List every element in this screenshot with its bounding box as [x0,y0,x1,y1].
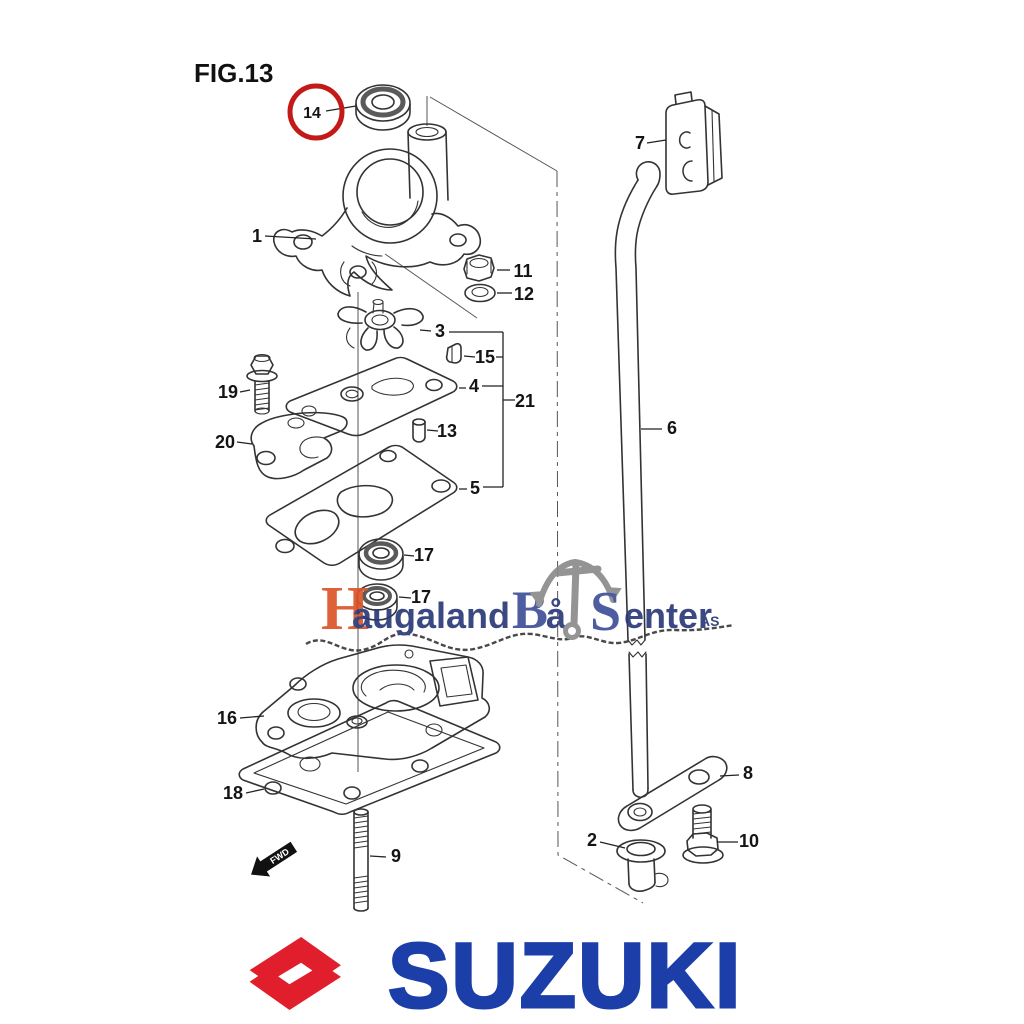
callout-2: 2 [587,830,597,850]
callout-1: 1 [252,226,262,246]
callout-13: 13 [437,421,457,441]
brand-logo: SUZUKI [249,924,742,1024]
callout-20: 20 [215,432,235,452]
callout-18: 18 [223,783,243,803]
part-bushing-2 [616,839,669,892]
part-impeller-3 [337,298,424,351]
part-bolt-19 [246,353,278,415]
callout-12: 12 [514,284,534,304]
callout-4: 4 [469,376,479,396]
part-seal-17b [356,583,398,621]
watermark-letter-h: H [321,575,369,643]
part-rod-6 [614,161,661,798]
callout-10: 10 [739,831,759,851]
part-bracket-7 [665,91,723,195]
watermark-suffix: AS [700,613,719,629]
watermark-enter: enter [624,595,712,636]
anchor-icon [529,558,622,640]
callout-7: 7 [635,133,645,153]
callout-8: 8 [743,763,753,783]
part-stud-9 [353,808,369,912]
part-plate-4 [285,356,458,437]
part-link-plate-8 [617,755,728,832]
rope-line [305,623,735,652]
part-washer-12 [464,283,496,303]
fwd-arrow: FWD [251,841,298,877]
callout-3: 3 [435,321,445,341]
callout-15: 15 [475,347,495,367]
part-seal-17a [358,538,404,581]
callout-11: 11 [513,261,532,281]
part-bolt-10 [682,804,724,864]
leader-lines [236,105,740,858]
part-pin-13 [412,418,426,443]
part-gasket-5 [265,444,458,567]
callout-5: 5 [470,478,480,498]
callout-labels: 14 1 7 11 12 3 15 4 21 13 19 20 5 17 17 … [215,105,759,866]
callout-9: 9 [391,846,401,866]
watermark-augaland: augaland [352,595,510,636]
part-plate-20 [250,411,348,480]
figure-title: FIG.13 [194,58,273,88]
callout-19: 19 [218,382,238,402]
part-nut-11 [463,254,495,282]
highlight-circle [287,83,345,141]
callout-17b: 17 [411,587,431,607]
part-case-16 [255,644,491,761]
callout-21: 21 [515,391,535,411]
part-seal-14 [355,84,411,131]
callout-17a: 17 [414,545,434,565]
part-key-15 [445,342,462,364]
callout-16: 16 [217,708,237,728]
watermark-letter-s: S [590,581,621,643]
center-lines [357,96,644,904]
brand-logo-text: SUZUKI [388,925,742,1024]
suzuki-s-mark [249,936,341,1011]
part-water-pump-case [272,123,482,297]
callout-14: 14 [303,105,321,122]
watermark-aa: å [546,595,567,636]
callout-6: 6 [667,418,677,438]
part-gasket-18 [238,699,501,816]
watermark: H augaland B å S enter AS [305,558,735,652]
